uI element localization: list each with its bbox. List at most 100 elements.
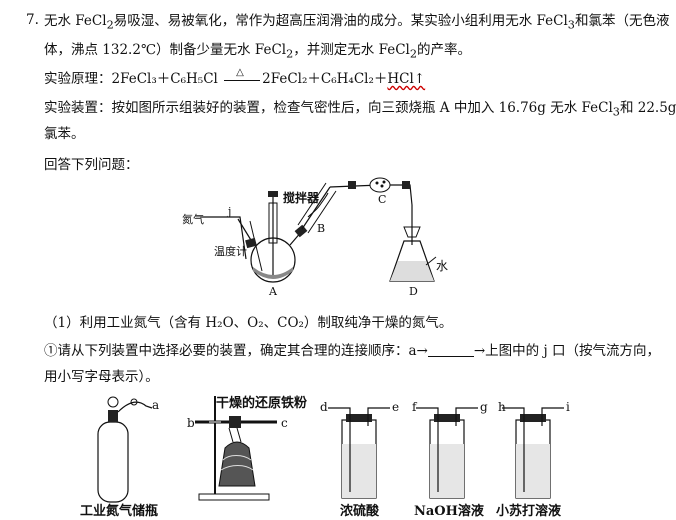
bottle1-liquid — [342, 444, 376, 498]
inverted-funnel — [403, 226, 421, 238]
condenser-B-label: B — [317, 222, 326, 235]
tube-support — [228, 427, 242, 443]
question-number: 7. — [26, 12, 39, 28]
q-line2-b: ，并测定无水 FeCl — [293, 42, 410, 58]
cylinder-port-a: a — [152, 398, 160, 412]
condenser-coil — [307, 192, 329, 218]
bottle3-port-h: h — [498, 400, 506, 414]
drying-granule — [380, 184, 384, 188]
iron-powder-device: b c — [185, 390, 305, 502]
q-line1-b: 易吸湿、易被氧化，常作为超高压润滑油的成分。某实验小组利用无水 FeCl — [113, 13, 568, 29]
water-leader — [425, 256, 437, 266]
cylinder-handwheel — [107, 396, 119, 408]
q-line1-sub2: 3 — [567, 18, 575, 32]
q1-line: ①请从下列装置中选择必要的装置，确定其合理的连接顺序：a→ →上图中的 j 口（按… — [44, 342, 660, 360]
stirrer-label: 搅拌器 — [283, 191, 320, 205]
reaction-arrow: △ — [222, 67, 262, 87]
bottle1-port-d: d — [320, 400, 328, 414]
question-line-2: 体，沸点 132.2℃）制备少量无水 FeCl2，并测定无水 FeCl2的产率。 — [44, 41, 471, 64]
bottle3-port-i: i — [566, 400, 570, 414]
bottle3-outlet-tube — [541, 407, 564, 426]
cylinder-caption: 工业氮气储瓶 — [80, 504, 159, 519]
bottle3-drawing — [502, 407, 564, 499]
flame-detail — [220, 455, 254, 471]
thermometer-label: 温度计 — [214, 245, 247, 258]
stand-base — [198, 493, 270, 501]
tube-clamp — [229, 416, 241, 428]
nitrogen-cylinder-device: a — [90, 392, 170, 503]
q-line2-a: 体，沸点 132.2℃）制备少量无水 FeCl — [44, 42, 287, 58]
bottle2-stopper — [434, 414, 460, 422]
drying-granule — [375, 181, 379, 185]
bottle1-caption: 浓硫酸 — [340, 504, 380, 519]
q-line1-a: 无水 FeCl — [44, 13, 107, 29]
question-line-1: 无水 FeCl2易吸湿、易被氧化，常作为超高压润滑油的成分。某实验小组利用无水 … — [44, 12, 669, 35]
bottle3-caption: 小苏打溶液 — [496, 504, 562, 519]
bicarbonate-bottle: h i — [494, 400, 574, 500]
bottle2-inlet-tube — [416, 407, 439, 492]
principle-gas: HCl↑ — [387, 71, 426, 87]
bottle2-drawing — [416, 407, 478, 499]
joint-right — [402, 181, 410, 189]
bottle2-liquid — [430, 444, 464, 498]
joint-left — [348, 181, 356, 189]
bottle3-stopper — [520, 414, 546, 422]
tube-C-label: C — [378, 193, 387, 206]
drying-granule — [382, 180, 386, 184]
cylinder-valve — [108, 410, 118, 422]
condenser-jacket — [297, 182, 337, 234]
bottle1-stopper — [346, 414, 372, 422]
bottle1-inlet-tube — [328, 407, 351, 492]
bottle2-caption: NaOH溶液 — [414, 504, 484, 519]
naoh-bottle: f g — [408, 400, 488, 500]
setup-sub: 3 — [612, 105, 620, 119]
q-line2-sub2: 2 — [409, 47, 418, 61]
apparatus-diagram: 搅拌器 氮气 j 温度计 A B C D 水 — [180, 175, 450, 305]
q1-line-2: 用小写字母表示）。 — [44, 369, 159, 385]
setup-text: 按如图所示组装好的装置，检查气密性后，向三颈烧瓶 A 中加入 16.76g 无水… — [111, 100, 613, 116]
answer-blank[interactable] — [427, 344, 474, 357]
q1-a: ①请从下列装置中选择必要的装置，确定其合理的连接顺序：a→ — [44, 343, 428, 359]
port-j-label: j — [228, 205, 232, 218]
nitrogen-inlet-tube — [200, 216, 247, 260]
iron-powder-label: 干燥的还原铁粉 — [216, 396, 308, 411]
bottle1-outlet-tube — [367, 407, 390, 426]
bottle3-liquid — [516, 444, 550, 498]
q-line1-c: 和氯苯（无色液 — [574, 13, 670, 29]
condenser-inner — [301, 186, 331, 230]
cylinder-drawing — [97, 396, 153, 503]
principle-eq-right: 2FeCl₂＋C₆H₄Cl₂＋ — [262, 71, 388, 87]
bottle3-inlet-tube — [502, 407, 525, 492]
drying-tube — [369, 177, 391, 193]
apparatus-drawing — [200, 177, 437, 283]
iron-port-b: b — [187, 416, 195, 430]
principle-label: 实验原理： — [44, 71, 112, 87]
bottle1-port-e: e — [392, 400, 400, 414]
heat-symbol: △ — [236, 66, 244, 78]
bottle2-outlet-tube — [455, 407, 478, 426]
q1-b: →上图中的 j 口（按气流方向， — [473, 343, 660, 359]
setup-label: 实验装置： — [44, 100, 112, 116]
bottle2-port-g: g — [480, 400, 488, 414]
alcohol-lamp-flame — [218, 441, 256, 487]
part1-line: （1）利用工业氮气（含有 H₂O、O₂、CO₂）制取纯净干燥的氮气。 — [44, 315, 453, 331]
setup-line: 实验装置：按如图所示组装好的装置，检查气密性后，向三颈烧瓶 A 中加入 16.7… — [44, 99, 676, 122]
flask-water — [390, 261, 434, 281]
q-line2-sub: 2 — [286, 47, 294, 61]
stirrer-head — [268, 191, 278, 197]
bottle2-port-f: f — [412, 400, 417, 414]
iron-port-c: c — [281, 416, 288, 430]
thermometer-tube — [249, 220, 263, 272]
sulfuric-acid-bottle: d e — [320, 400, 400, 500]
q-line1-sub: 2 — [106, 18, 114, 32]
setup-text2: 和 22.5g — [619, 100, 676, 116]
setup-line-2: 氯苯。 — [44, 126, 85, 142]
pressure-gauge — [130, 398, 138, 406]
nitrogen-label: 氮气 — [182, 213, 204, 226]
arrow-line — [224, 79, 261, 81]
flask-A-label: A — [269, 285, 277, 298]
flask-liquid — [253, 267, 293, 279]
iron-tube-drawing — [195, 396, 277, 501]
q-line2-c: 的产率。 — [417, 42, 472, 58]
cylinder-hose — [117, 401, 153, 413]
